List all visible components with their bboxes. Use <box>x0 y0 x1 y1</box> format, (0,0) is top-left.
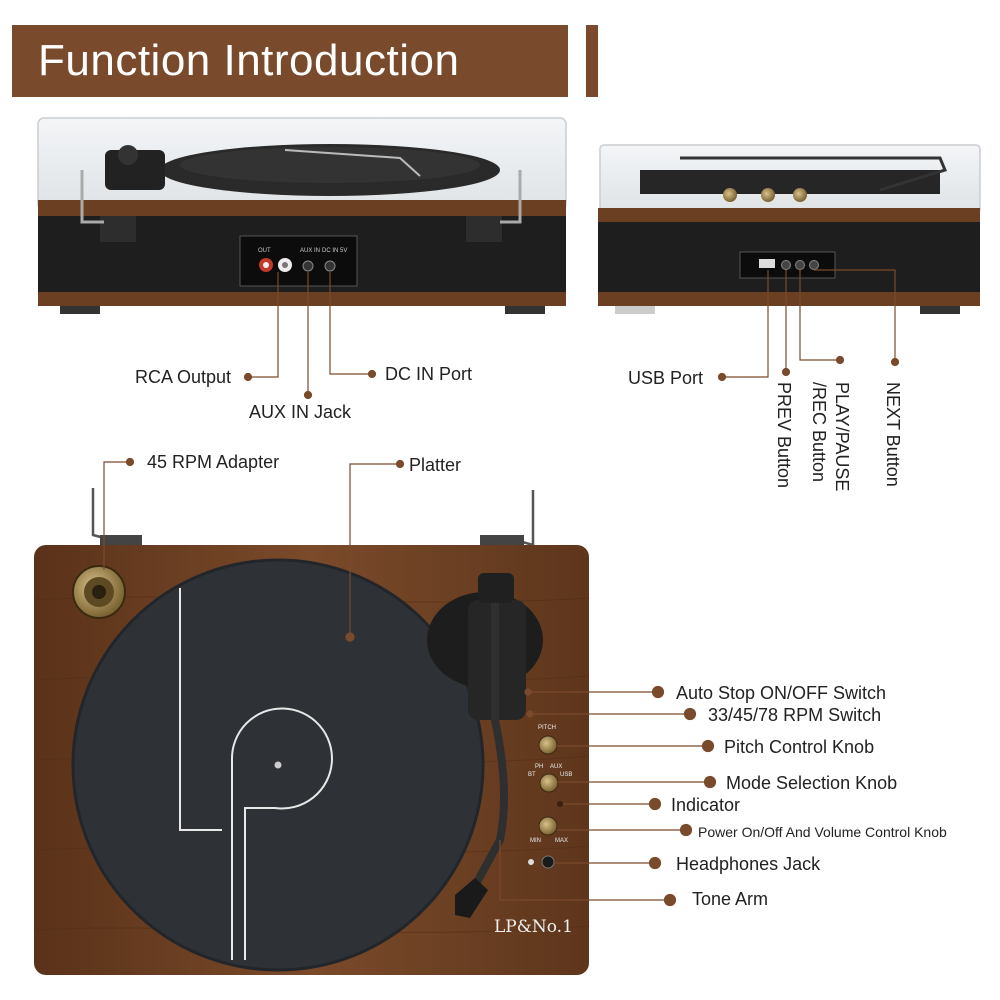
panel-label-pitch: PITCH <box>538 725 556 731</box>
top-view-turntable <box>33 488 590 975</box>
panel-label-aux: AUX IN <box>300 248 320 254</box>
label-rec-button: /REC Button <box>809 382 829 483</box>
panel-label-dc: DC IN 5V <box>322 248 347 254</box>
side-view-turntable <box>598 144 981 314</box>
label-mode-selection-knob: Mode Selection Knob <box>726 773 898 793</box>
label-rca-output: RCA Output <box>135 367 232 387</box>
back-view-turntable <box>37 117 567 314</box>
brand-logo: LP&No.1 <box>494 917 573 937</box>
label-aux-in-jack: AUX IN Jack <box>249 402 352 422</box>
panel-label-ph: PH <box>535 764 543 770</box>
label-pitch-control-knob: Pitch Control Knob <box>724 737 875 757</box>
label-usb-port: USB Port <box>628 368 704 388</box>
label-rpm-switch: 33/45/78 RPM Switch <box>708 705 882 725</box>
label-play-pause: PLAY/PAUSE <box>832 382 852 492</box>
label-platter: Platter <box>409 455 462 475</box>
panel-label-out: OUT <box>258 248 271 254</box>
label-dc-in-port: DC IN Port <box>385 364 473 384</box>
panel-label-usb: USB <box>560 772 572 778</box>
label-power-volume-knob: Power On/Off And Volume Control Knob <box>698 824 947 840</box>
panel-label-bt: BT <box>528 772 536 778</box>
label-headphones-jack: Headphones Jack <box>676 854 821 874</box>
label-auto-stop-switch: Auto Stop ON/OFF Switch <box>676 683 887 703</box>
label-next-button: NEXT Button <box>883 382 903 487</box>
title-banner: Function Introduction <box>12 25 568 97</box>
label-prev-button: PREV Button <box>774 382 794 489</box>
label-tone-arm: Tone Arm <box>692 889 769 909</box>
page-title: Function Introduction <box>38 36 460 85</box>
banner-accent <box>586 25 598 97</box>
label-45-rpm-adapter: 45 RPM Adapter <box>147 452 280 472</box>
panel-label-aux: AUX <box>550 764 562 770</box>
panel-label-max: MAX <box>555 838 568 844</box>
label-indicator: Indicator <box>671 795 741 815</box>
panel-label-min: MIN <box>530 838 541 844</box>
